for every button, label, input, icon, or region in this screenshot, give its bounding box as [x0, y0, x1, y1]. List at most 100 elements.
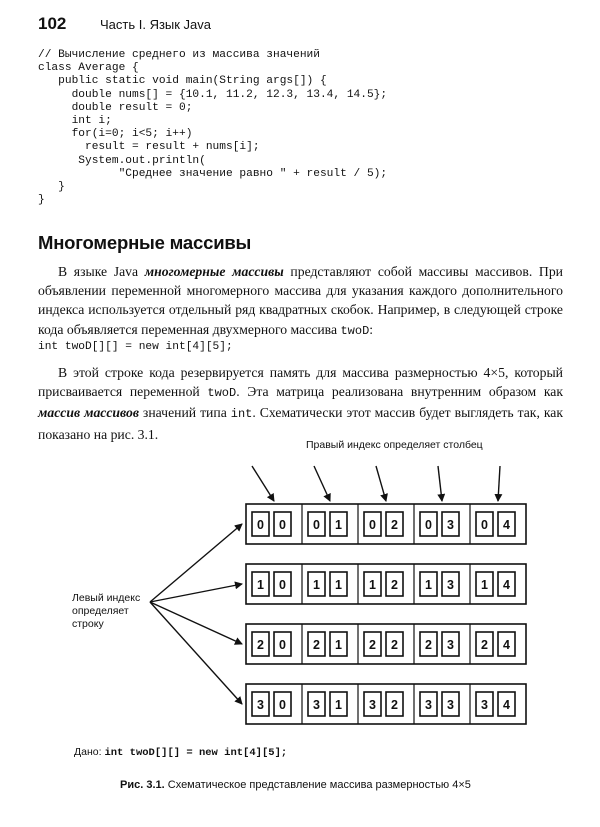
index-digit: 2: [425, 638, 432, 652]
index-digit: 3: [425, 698, 432, 712]
para1-text-3: :: [369, 321, 374, 337]
index-digit-box: [307, 631, 326, 657]
index-digit-box: [251, 631, 270, 657]
index-digit: 0: [313, 518, 320, 532]
row-arrow: [149, 601, 243, 645]
index-digit-box: [419, 691, 438, 717]
index-digit: 1: [369, 578, 376, 592]
given-label: Дано:: [74, 746, 102, 758]
index-digit-box: [385, 511, 404, 537]
index-arrows: [149, 465, 503, 705]
index-digit: 3: [481, 698, 488, 712]
para1-text-2: представляют собой массивы массивов. При…: [38, 264, 563, 337]
index-digit: 1: [335, 518, 342, 532]
index-digit-box: [307, 691, 326, 717]
index-digit-box: [441, 691, 460, 717]
index-digit: 2: [391, 698, 398, 712]
index-digit: 1: [257, 578, 264, 592]
index-digit: 1: [335, 698, 342, 712]
index-digit-box: [475, 571, 494, 597]
index-digit-box: [307, 511, 326, 537]
index-digit: 0: [369, 518, 376, 532]
index-digit-box: [363, 691, 382, 717]
code-declaration-twod: int twoD[][] = new int[4][5];: [38, 341, 233, 353]
index-digit-box: [497, 571, 516, 597]
index-digit: 0: [279, 698, 286, 712]
index-digit-box: [385, 691, 404, 717]
index-digit: 1: [335, 578, 342, 592]
index-digit: 0: [279, 578, 286, 592]
index-digit-box: [363, 631, 382, 657]
index-digit-box: [363, 571, 382, 597]
index-digit: 2: [391, 578, 398, 592]
column-arrow: [375, 465, 388, 502]
index-digit: 4: [503, 578, 510, 592]
index-digit: 0: [425, 518, 432, 532]
caption-text: Схематическое представление массива разм…: [164, 779, 471, 791]
index-digit-box: [441, 511, 460, 537]
index-digit: 2: [313, 638, 320, 652]
index-digit-box: [475, 631, 494, 657]
section-title: Многомерные массивы: [38, 232, 252, 253]
row-arrow: [149, 523, 243, 603]
index-digit: 2: [391, 518, 398, 532]
para1-term-multidimensional: многомерные массивы: [144, 264, 284, 279]
index-digit-box: [497, 691, 516, 717]
para2-text-3: значений типа: [138, 405, 231, 421]
index-digit: 0: [257, 518, 264, 532]
code-listing-average: // Вычисление среднего из массива значен…: [38, 49, 388, 207]
index-digit-box: [251, 691, 270, 717]
para2-text-1: В этой строке кода резервируется память …: [38, 365, 563, 400]
column-arrow: [437, 465, 446, 502]
index-digit-box: [441, 631, 460, 657]
index-digit-box: [251, 571, 270, 597]
column-arrow: [494, 465, 503, 502]
index-digit-box: [307, 571, 326, 597]
para2-text-4: . Схематически этот массив будет выгляде…: [38, 405, 563, 442]
column-index-label: Правый индекс определяет столбец: [306, 439, 483, 451]
index-digit-box: [497, 511, 516, 537]
index-digit: 1: [313, 578, 320, 592]
para2-code-int: int: [230, 407, 253, 422]
index-digit-box: [329, 631, 348, 657]
running-head: Часть I. Язык Java: [100, 17, 212, 32]
index-digit-box: [363, 511, 382, 537]
index-digit: 3: [447, 578, 454, 592]
figure-caption: Рис. 3.1. Схематическое представление ма…: [120, 779, 471, 791]
caption-label: Рис. 3.1.: [120, 779, 165, 791]
index-digit-box: [419, 511, 438, 537]
index-digit: 3: [447, 638, 454, 652]
index-digit-box: [273, 511, 292, 537]
index-digit: 1: [425, 578, 432, 592]
para2-code-twod: twoD: [207, 386, 237, 401]
given-code: int twoD[][] = new int[4][5];: [104, 747, 288, 759]
index-digit: 0: [481, 518, 488, 532]
index-digit: 2: [391, 638, 398, 652]
index-digit: 3: [447, 698, 454, 712]
index-digit: 2: [257, 638, 264, 652]
paragraph-memory-allocation: В этой строке кода резервируется память …: [38, 363, 563, 444]
index-digit: 4: [503, 518, 510, 532]
page-number: 102: [38, 14, 67, 33]
para2-text-2: . Эта матрица реализована внутренним обр…: [236, 384, 563, 400]
page-header: 102 Часть I. Язык Java: [38, 14, 570, 34]
